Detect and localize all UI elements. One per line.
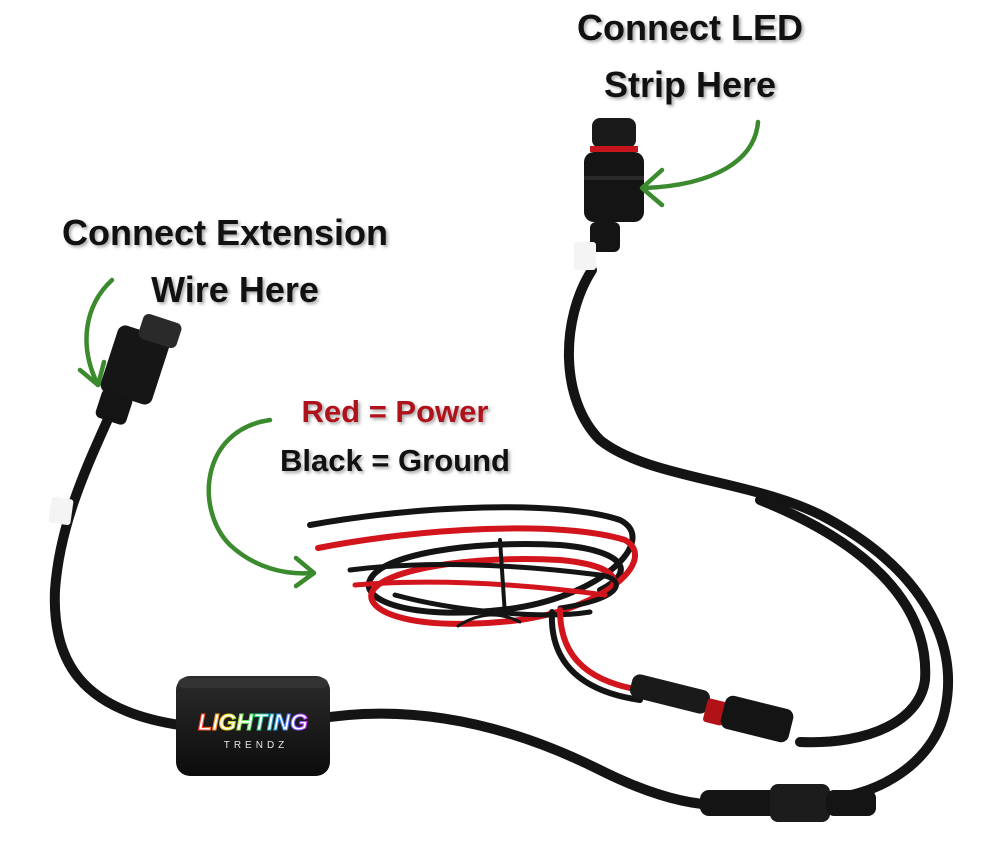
logo-sub: TRENDZ: [224, 740, 289, 751]
logo-main: LIGHTING: [198, 709, 308, 735]
power-label: Red = Power: [301, 394, 489, 429]
extension-connector: [48, 314, 182, 526]
ground-label: Black = Ground: [280, 443, 510, 478]
left-cable: [49, 405, 185, 730]
extension-label-line2: Wire Here: [151, 269, 319, 310]
extension-label-line1: Connect Extension: [61, 212, 389, 253]
power-arrow-head: [293, 555, 317, 589]
ext-arrow-head: [77, 359, 107, 388]
power-connector: [629, 674, 794, 743]
branch-cable: [755, 495, 931, 748]
led-strip-label-line1: Connect LED: [576, 7, 803, 48]
led-cable: [564, 265, 954, 805]
arrows: [77, 119, 761, 589]
power-arrow: [206, 417, 315, 576]
led-arrow: [642, 119, 761, 191]
led-connector: [574, 118, 644, 270]
controller-box: [176, 676, 330, 776]
led-strip-label-line2: Strip Here: [603, 64, 777, 105]
power-wire-coil: [307, 504, 643, 703]
bottom-cable: [305, 708, 725, 810]
bottom-connector: [700, 784, 876, 822]
led-arrow-head: [639, 167, 665, 208]
ext-arrow: [84, 277, 115, 388]
